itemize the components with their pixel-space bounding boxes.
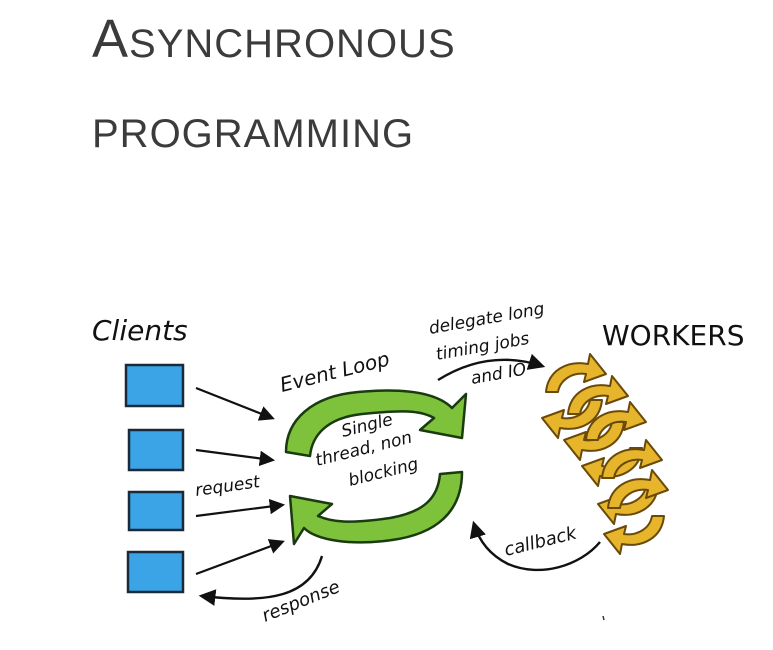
client-box-2 [127, 428, 185, 472]
worker-cycles [541, 353, 669, 555]
event-loop-label: Event Loop [277, 346, 391, 396]
title-rest: SYNCHRONOUS [129, 22, 456, 66]
stray-mark [602, 615, 605, 621]
callback-label: callback [502, 522, 580, 561]
event-loop-arrow-top [284, 389, 468, 458]
worker-cycle-1 [541, 353, 607, 439]
event-loop-arrow-bottom [288, 470, 464, 546]
title-line-2: PROGRAMMING [92, 112, 415, 156]
client-boxes [124, 363, 185, 594]
request-arrow-4 [195, 539, 285, 576]
response-label: response [259, 576, 343, 626]
clients-label: Clients [92, 314, 188, 347]
request-arrow-1 [195, 386, 275, 421]
workers-label: WORKERS [602, 319, 744, 352]
request-label: request [194, 472, 262, 501]
response-arrow [198, 555, 324, 606]
worker-cycle-4 [597, 439, 663, 525]
callback-arrow [469, 520, 601, 572]
request-arrow-2 [195, 448, 276, 467]
delegate-line-1: delegate long [427, 299, 546, 339]
client-box-3 [127, 490, 185, 532]
event-loop-cycle [284, 389, 468, 546]
client-box-1 [124, 363, 185, 408]
request-arrows [195, 386, 286, 576]
client-box-4 [126, 550, 185, 594]
request-arrow-3 [195, 498, 286, 518]
delegate-arrow [437, 353, 546, 382]
title-initial: A [92, 9, 130, 69]
title-line-1: ASYNCHRONOUS [92, 8, 456, 70]
worker-cycle-5 [603, 469, 669, 555]
